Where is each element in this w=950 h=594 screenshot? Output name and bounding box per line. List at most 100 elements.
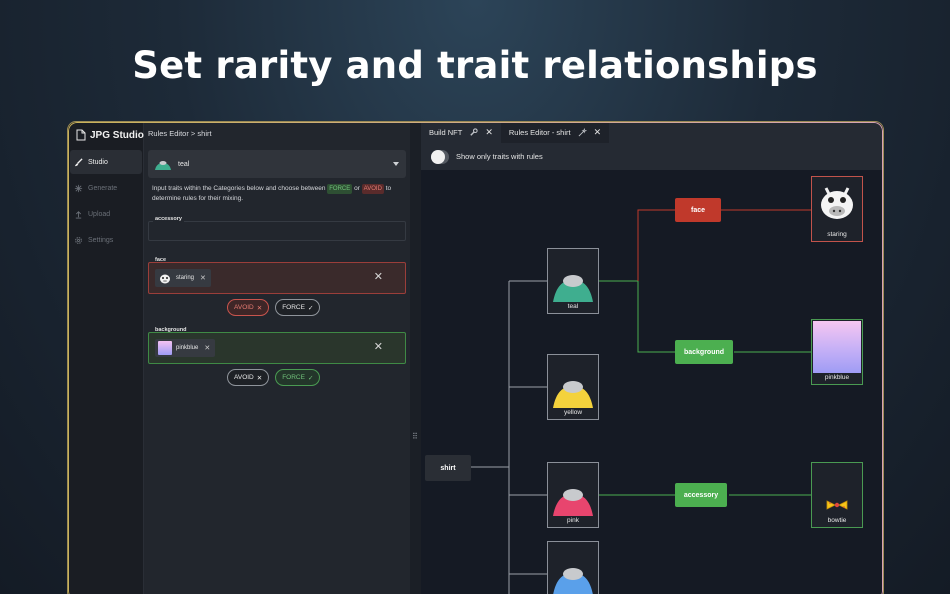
face-rule-buttons: AVOID✕ FORCE✓ — [227, 299, 321, 316]
staring-face-icon — [821, 187, 853, 219]
chevron-down-icon — [393, 162, 399, 166]
wrench-icon — [470, 128, 478, 136]
help-text: Input traits within the Categories below… — [152, 184, 406, 204]
face-avoid-button[interactable]: AVOID✕ — [227, 299, 270, 316]
tab-label: Build NFT — [429, 128, 463, 137]
sidebar-item-studio[interactable]: Studio — [70, 150, 142, 174]
close-icon[interactable]: ✕ — [485, 127, 493, 137]
brand: JPG Studio — [76, 129, 144, 141]
pinkblue-swatch-icon — [813, 321, 861, 373]
root-node-shirt[interactable]: shirt — [425, 455, 471, 481]
category-node-face[interactable]: face — [675, 198, 721, 222]
node-label: pink — [567, 517, 579, 524]
toggle-label: Show only traits with rules — [456, 152, 543, 161]
result-node-staring[interactable]: staring — [811, 176, 863, 242]
shirt-node-pink[interactable]: pink — [547, 462, 599, 528]
node-label: bowtie — [827, 517, 847, 524]
sparkle-icon — [74, 184, 83, 192]
background-chip[interactable]: pinkblue ✕ — [155, 339, 216, 357]
rules-panel: Rules Editor > shirt teal Input traits w… — [144, 122, 410, 594]
sidebar-nav: Studio Generate Upload Settings — [68, 150, 144, 254]
background-field[interactable]: background pinkblue ✕ ✕ — [148, 327, 406, 364]
help-suffix: to determine rules for their mixing. — [152, 185, 392, 202]
rules-graph: shirt teal yellow pink face background a… — [421, 170, 883, 594]
pink-shirt-icon — [553, 489, 593, 516]
graph-connectors — [471, 209, 811, 594]
node-label: pinkblue — [824, 374, 850, 381]
help-prefix: Input traits within the Categories below… — [152, 185, 326, 192]
face-chip[interactable]: staring ✕ — [155, 269, 211, 287]
check-icon: ✓ — [307, 304, 314, 312]
avoid-label: AVOID — [234, 374, 254, 381]
background-rule-buttons: AVOID✕ FORCE✓ — [227, 369, 321, 386]
tab-build-nft[interactable]: Build NFT ✕ — [421, 122, 501, 143]
tab-bar: Build NFT ✕ Rules Editor - shirt ✕ — [421, 122, 883, 143]
category-node-accessory[interactable]: accessory — [675, 483, 727, 507]
avoid-label: AVOID — [234, 304, 254, 311]
check-icon: ✓ — [307, 374, 314, 382]
background-avoid-button[interactable]: AVOID✕ — [227, 369, 270, 386]
face-field[interactable]: face staring ✕ ✕ — [148, 257, 406, 294]
node-label: yellow — [563, 409, 583, 416]
drag-handle-icon[interactable]: ⠿ — [412, 432, 418, 441]
sidebar-item-label: Studio — [88, 158, 108, 166]
shirt-node-teal[interactable]: teal — [547, 248, 599, 314]
bowtie-icon — [826, 500, 848, 510]
brush-icon — [74, 157, 83, 166]
upload-icon — [75, 210, 82, 219]
panel-splitter[interactable]: ⠿ — [410, 122, 422, 594]
force-label: FORCE — [282, 304, 305, 311]
close-icon[interactable]: ✕ — [593, 127, 602, 137]
background-clear-icon[interactable]: ✕ — [373, 341, 383, 353]
app-name: JPG Studio — [90, 129, 144, 141]
background-label: background — [155, 327, 187, 333]
teal-shirt-icon — [155, 161, 171, 170]
face-label: face — [155, 257, 167, 263]
hero-headline: Set rarity and trait relationships — [132, 44, 818, 87]
help-or: or — [354, 185, 360, 192]
blue-shirt-icon — [553, 568, 593, 594]
close-icon[interactable]: ✕ — [204, 345, 211, 352]
sidebar-item-label: Settings — [88, 236, 114, 244]
background-chip-label: pinkblue — [176, 345, 199, 351]
graph-toolbar: Show only traits with rules — [421, 143, 883, 170]
close-icon: ✕ — [256, 374, 263, 382]
show-rules-toggle[interactable] — [431, 149, 449, 164]
graph-area: Build NFT ✕ Rules Editor - shirt ✕ Show … — [421, 122, 883, 594]
breadcrumb: Rules Editor > shirt — [148, 129, 212, 138]
accessory-label: accessory — [153, 216, 184, 222]
sidebar-item-upload[interactable]: Upload — [70, 202, 142, 226]
yellow-shirt-icon — [553, 381, 593, 408]
shirt-node-blue[interactable] — [547, 541, 599, 594]
node-label: staring — [827, 231, 847, 238]
teal-shirt-icon — [553, 275, 593, 302]
face-clear-icon[interactable]: ✕ — [373, 271, 383, 283]
face-chip-label: staring — [176, 275, 195, 281]
sidebar-item-label: Upload — [88, 210, 111, 218]
close-icon: ✕ — [256, 304, 263, 312]
shirt-node-yellow[interactable]: yellow — [547, 354, 599, 420]
accessory-field[interactable]: accessory — [148, 216, 406, 241]
background-force-button[interactable]: FORCE✓ — [275, 369, 321, 386]
pinkblue-swatch-icon — [158, 341, 172, 355]
force-label: FORCE — [282, 374, 305, 381]
sidebar-item-settings[interactable]: Settings — [70, 228, 142, 252]
trait-select-value: teal — [178, 160, 190, 168]
tab-rules-editor[interactable]: Rules Editor - shirt ✕ — [500, 122, 610, 143]
category-node-background[interactable]: background — [675, 340, 733, 364]
face-force-button[interactable]: FORCE✓ — [275, 299, 321, 316]
tab-label: Rules Editor - shirt — [508, 128, 571, 137]
document-icon — [76, 129, 86, 141]
node-label: teal — [567, 303, 579, 310]
trait-select[interactable]: teal — [148, 150, 406, 178]
sidebar: JPG Studio Studio Generate Upload Settin… — [68, 122, 144, 594]
close-icon[interactable]: ✕ — [200, 275, 206, 282]
magic-wand-icon — [578, 128, 587, 137]
sidebar-item-generate[interactable]: Generate — [70, 176, 142, 200]
result-node-bowtie[interactable]: bowtie — [811, 462, 863, 528]
gear-icon — [75, 236, 82, 244]
sidebar-item-label: Generate — [88, 184, 118, 192]
result-node-pinkblue[interactable]: pinkblue — [811, 319, 863, 385]
staring-face-icon — [160, 274, 170, 284]
help-avoid-tag: AVOID — [361, 184, 384, 194]
